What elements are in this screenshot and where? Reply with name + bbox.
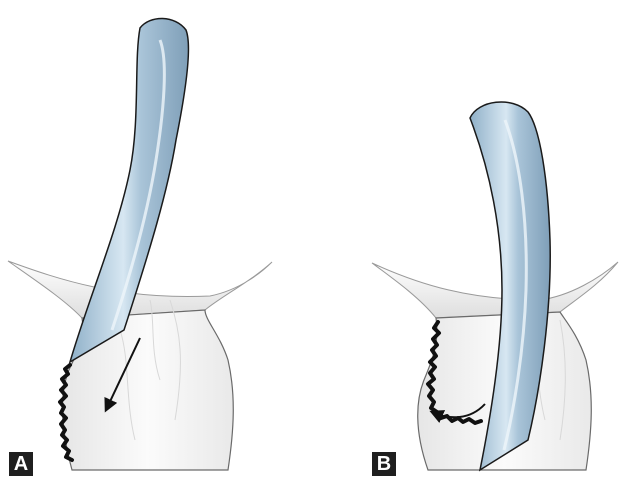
- panel-b: [372, 102, 618, 470]
- panel-label-b: B: [372, 452, 396, 476]
- panel-label-a: A: [9, 452, 33, 476]
- tissue-flare-b: [372, 262, 618, 318]
- panel-a: [8, 18, 272, 470]
